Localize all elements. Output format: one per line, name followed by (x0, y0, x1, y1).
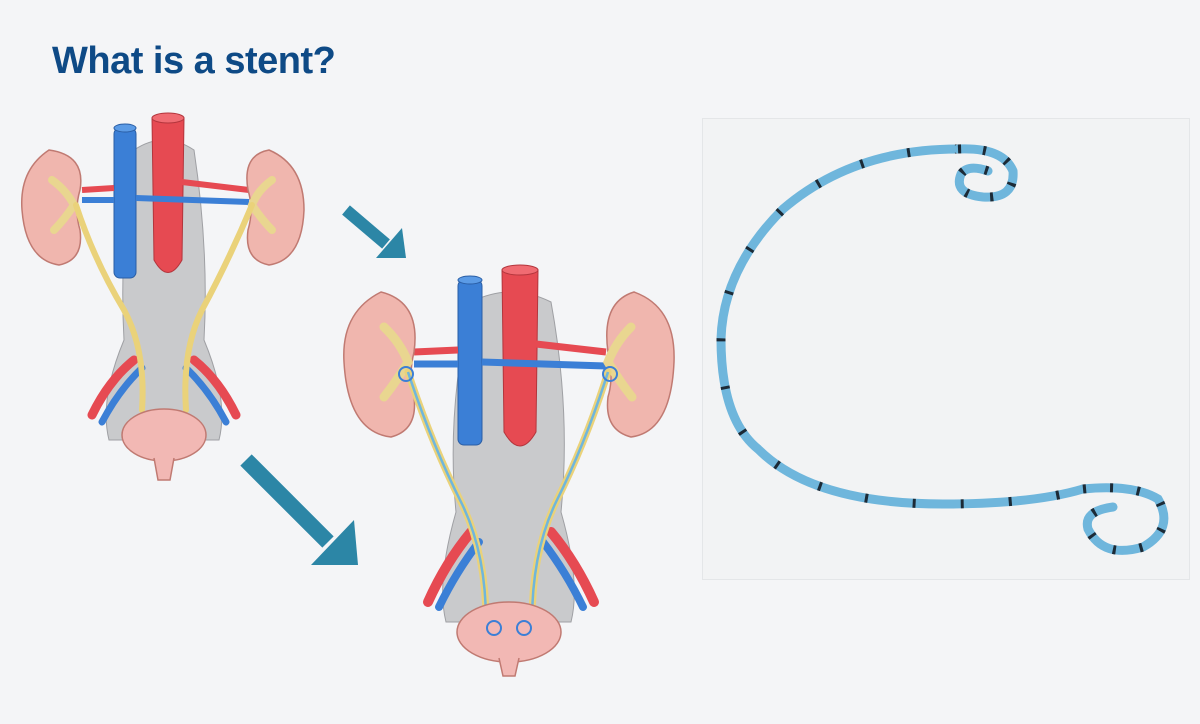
bladder (456, 601, 562, 663)
page-title: What is a stent? (52, 40, 336, 82)
iliac-artery-left (87, 355, 139, 420)
kidney-right (606, 291, 675, 438)
bladder (121, 408, 207, 462)
aorta (501, 269, 539, 447)
iliac-vein-left (98, 364, 146, 426)
iliac-vein-right (182, 364, 230, 426)
stent-right (530, 371, 610, 623)
anatomy-after-svg (343, 264, 675, 677)
stent-photo (702, 118, 1190, 580)
stent-left (406, 371, 488, 623)
arrow-bottom (236, 450, 366, 575)
arrow-down-right-icon (240, 454, 358, 565)
anatomy-after-illustration (336, 262, 681, 680)
anatomy-before-svg (20, 112, 305, 481)
vena-cava (113, 127, 137, 279)
iliac-artery-right (189, 355, 241, 420)
double-j-stent-illustration (716, 144, 1169, 555)
ureter-left (73, 202, 146, 413)
arrow-top (338, 200, 418, 270)
kidney-right (246, 149, 305, 266)
kidney-left (20, 149, 82, 266)
stent-pigtail-top (953, 144, 1018, 202)
aorta (151, 117, 185, 273)
arrow-down-right-icon (342, 205, 406, 258)
stent-body (716, 144, 1088, 509)
anatomy-before-illustration (14, 110, 314, 485)
kidney-left (343, 291, 416, 438)
stent-pigtail-bottom (1078, 483, 1169, 555)
vena-cava (457, 279, 483, 446)
ureter-right (182, 202, 255, 413)
